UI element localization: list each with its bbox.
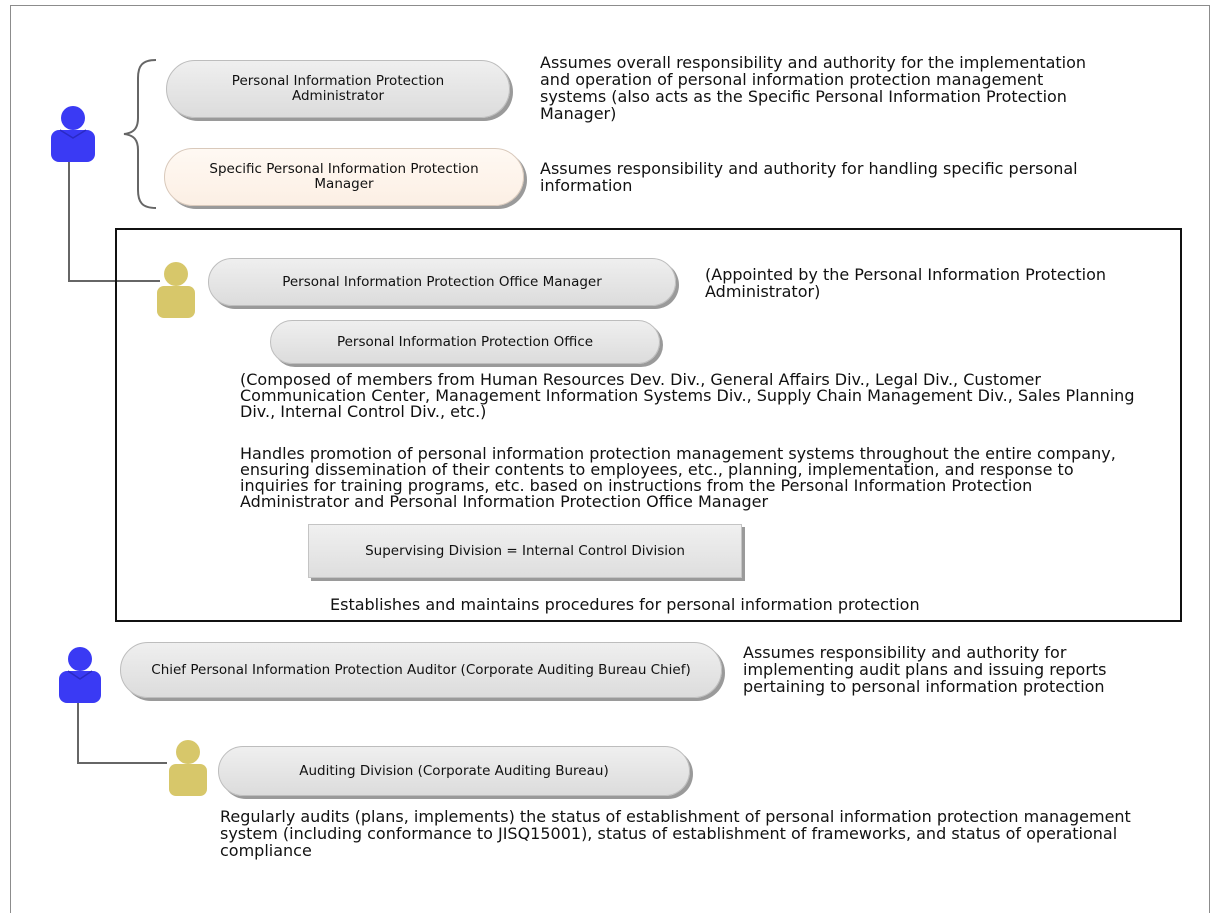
admin-role-pill: Personal Information Protection Administ… [166, 60, 510, 118]
supervising-division-box: Supervising Division = Internal Control … [308, 524, 742, 578]
person-icon-gold [169, 740, 207, 796]
auditing-division-label: Auditing Division (Corporate Auditing Bu… [299, 762, 609, 779]
specific-manager-pill: Specific Personal Information Protection… [164, 148, 524, 206]
protection-office-box [115, 228, 1182, 622]
chief-auditor-label: Chief Personal Information Protection Au… [151, 661, 691, 678]
person-icon-blue [59, 647, 101, 703]
admin-role-label: Personal Information Protection Administ… [231, 73, 445, 104]
supervising-division-description: Establishes and maintains procedures for… [330, 595, 920, 614]
chief-auditor-description: Assumes responsibility and authority for… [743, 643, 1107, 696]
specific-manager-description: Assumes responsibility and authority for… [540, 159, 1078, 195]
auditing-division-pill: Auditing Division (Corporate Auditing Bu… [218, 746, 690, 796]
office-manager-pill: Personal Information Protection Office M… [208, 258, 676, 306]
connector-auditor-vertical [77, 700, 79, 764]
protection-office-duties: Handles promotion of personal informatio… [240, 444, 1116, 511]
supervising-division-label: Supervising Division = Internal Control … [365, 543, 685, 559]
protection-office-pill: Personal Information Protection Office [270, 320, 660, 364]
protection-office-composition: (Composed of members from Human Resource… [240, 370, 1135, 421]
grouping-brace [123, 59, 157, 209]
chief-auditor-pill: Chief Personal Information Protection Au… [120, 642, 722, 698]
connector-admin-vertical [68, 160, 70, 282]
admin-role-description: Assumes overall responsibility and autho… [540, 53, 1087, 123]
person-icon-gold [157, 262, 195, 318]
diagram-frame [10, 5, 1210, 913]
auditing-division-description: Regularly audits (plans, implements) the… [220, 807, 1131, 860]
connector-auditor-horizontal [77, 762, 167, 764]
connector-admin-horizontal [68, 280, 160, 282]
specific-manager-label: Specific Personal Information Protection… [209, 161, 479, 192]
office-manager-label: Personal Information Protection Office M… [282, 273, 602, 290]
office-manager-description: (Appointed by the Personal Information P… [705, 265, 1107, 301]
protection-office-label: Personal Information Protection Office [336, 333, 594, 350]
person-icon-blue [51, 106, 95, 162]
